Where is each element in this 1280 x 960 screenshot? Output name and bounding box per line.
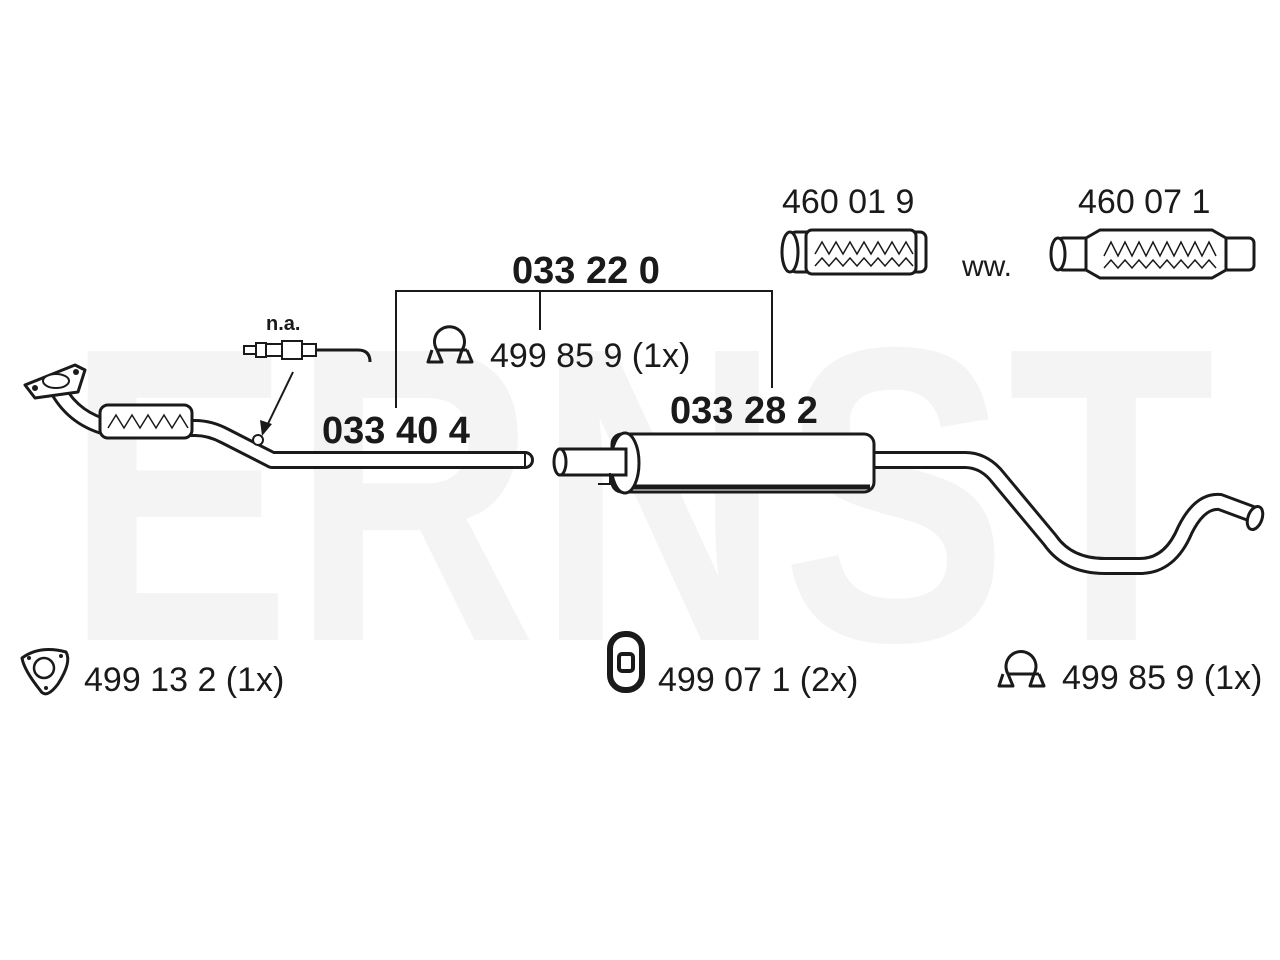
clamp-right-part-number: 499 85 9 (1x) [1062, 659, 1263, 697]
assembly-bracket [395, 290, 773, 408]
sensor-port [252, 371, 294, 446]
middle-silencer [552, 431, 876, 495]
assembly-part-number: 033 22 0 [512, 250, 660, 292]
middle-silencer-part-number: 033 28 2 [670, 390, 818, 432]
front-pipe-part-number: 033 40 4 [322, 410, 470, 452]
clamp-icon-top [426, 325, 474, 364]
flex-pipe-b-part-number: 460 07 1 [1078, 183, 1211, 221]
flex-pipe-460019 [780, 228, 928, 276]
hanger-icon [607, 631, 645, 693]
flex-pipe-460071 [1049, 228, 1256, 280]
flex-pipe-a-part-number: 460 01 9 [782, 183, 915, 221]
sensor-note: n.a. [266, 313, 301, 335]
clamp-top-part-number: 499 85 9 (1x) [490, 337, 691, 375]
gasket-icon [20, 648, 70, 696]
tail-pipe-end [1245, 504, 1265, 532]
clamp-icon-right [997, 650, 1046, 688]
hanger-part-number: 499 07 1 (2x) [658, 661, 859, 699]
flange [23, 363, 87, 400]
front-pipe [49, 381, 534, 469]
tail-pipe [861, 451, 1264, 575]
alternative-label: ww. [962, 250, 1013, 283]
gasket-part-number: 499 13 2 (1x) [84, 661, 285, 699]
lambda-sensor [243, 340, 372, 363]
front-pipe-flex [98, 403, 194, 440]
